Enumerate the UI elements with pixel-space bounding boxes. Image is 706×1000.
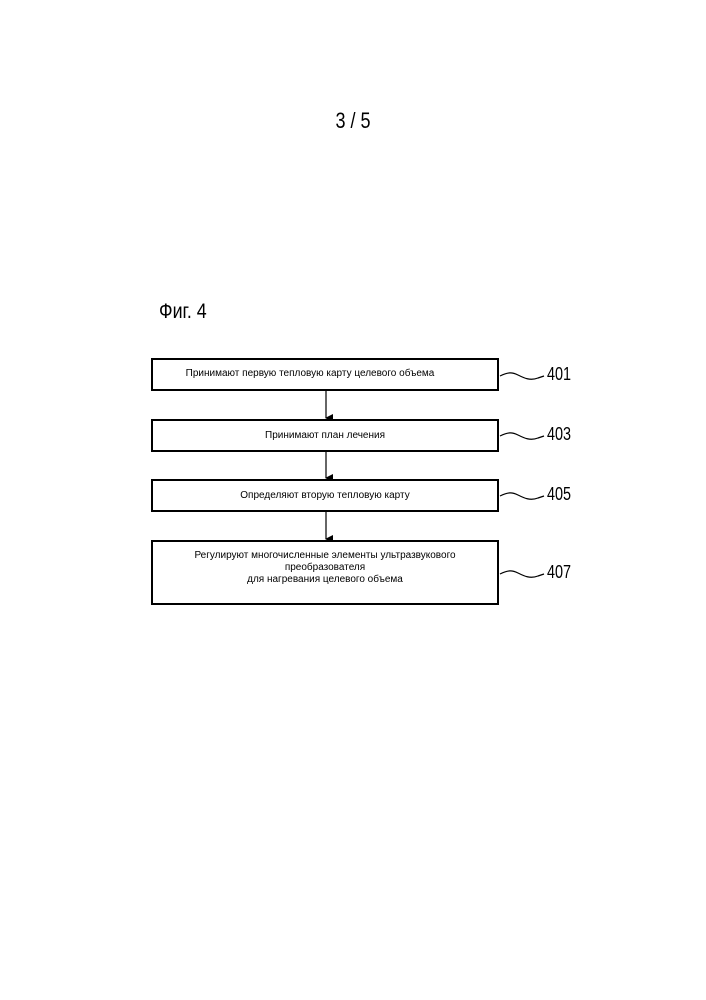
leader-line-405 — [500, 493, 544, 499]
step-text-405: Определяют вторую тепловую карту — [240, 490, 409, 502]
step-box-405: Определяют вторую тепловую карту — [151, 479, 499, 512]
reference-label-403: 403 — [547, 424, 571, 445]
figure-title: Фиг. 4 — [159, 300, 207, 324]
reference-label-407: 407 — [547, 562, 571, 583]
leader-line-407 — [500, 571, 544, 577]
reference-label-401: 401 — [547, 364, 571, 385]
step-text-407: Регулируют многочисленные элементы ультр… — [153, 550, 497, 586]
leader-line-403 — [500, 433, 544, 439]
reference-label-405: 405 — [547, 484, 571, 505]
leader-line-401 — [500, 373, 544, 379]
step-text-401: Принимают первую тепловую карту целевого… — [186, 368, 435, 380]
step-box-403: Принимают план лечения — [151, 419, 499, 452]
page-number: 3 / 5 — [64, 108, 643, 134]
step-text-403: Принимают план лечения — [265, 430, 385, 442]
step-box-407: Регулируют многочисленные элементы ультр… — [151, 540, 499, 605]
step-box-401: Принимают первую тепловую карту целевого… — [151, 358, 499, 391]
